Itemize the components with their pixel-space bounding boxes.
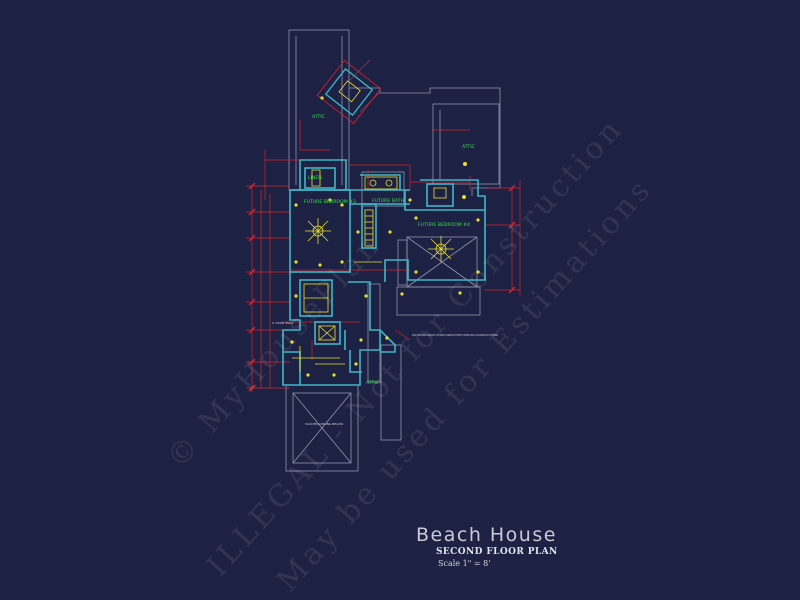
ceiling-note: VAULTED CEILING BELOW <box>305 422 343 426</box>
elevator-note: SECOND FLOOR CROWNWELL & ELEVATOR HALL T… <box>412 333 498 337</box>
plan-notes: SECOND FLOOR CROWNWELL & ELEVATOR HALL T… <box>272 321 498 426</box>
room-label-future-bedroom-4: FUTURE BEDROOM #4 <box>418 222 470 228</box>
room-label-future-bedroom-3: FUTURE BEDROOM #3 <box>304 199 356 205</box>
room-labels: FUTURE BEDROOM #3 FUTURE BEDROOM #4 LINE… <box>304 114 475 386</box>
room-label-attic-right: ATTIC <box>462 144 475 150</box>
project-title: Beach House <box>416 524 557 546</box>
dimension-ticks <box>248 182 516 392</box>
room-label-future-bath: FUTURE BATH <box>372 198 404 204</box>
fixtures <box>292 169 454 372</box>
stair-wall-note: 4' STAIR WALL <box>272 321 294 325</box>
room-label-linen: LINEN <box>308 175 322 181</box>
scale-label: Scale 1" = 8' <box>438 559 491 568</box>
walls <box>282 159 486 386</box>
sheet-title: SECOND FLOOR PLAN <box>436 547 558 557</box>
room-label-attic-left: ATTIC <box>312 114 325 120</box>
dormer <box>316 59 382 125</box>
electrical-dots <box>290 96 480 377</box>
room-label-attic-bottom: ATTIC <box>366 380 379 386</box>
